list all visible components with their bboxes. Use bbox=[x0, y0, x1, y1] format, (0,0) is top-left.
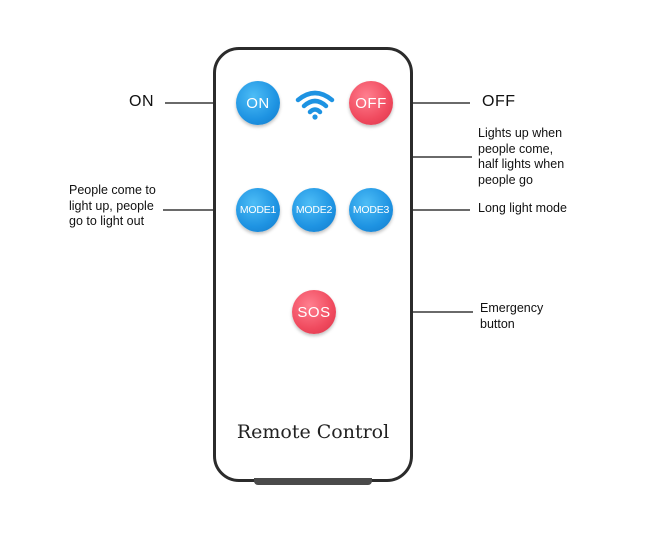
mode2-callout-label: Lights up when people come, half lights … bbox=[478, 126, 564, 188]
wifi-signal-icon bbox=[295, 90, 335, 120]
on-button[interactable]: ON bbox=[236, 81, 280, 125]
off-callout-label: OFF bbox=[482, 93, 516, 110]
mode2-callout-line: people go bbox=[478, 172, 533, 187]
sos-callout-line: button bbox=[480, 316, 515, 331]
sos-callout-line: Emergency bbox=[480, 301, 544, 315]
mode2-callout-line: half lights when bbox=[478, 157, 565, 171]
mode1-callout-line: go to light out bbox=[69, 214, 145, 228]
on-callout-label: ON bbox=[129, 93, 154, 110]
mode1-callout-line: light up, people bbox=[69, 198, 154, 213]
mode2-button[interactable]: MODE2 bbox=[292, 188, 336, 232]
mode3-button[interactable]: MODE3 bbox=[349, 188, 393, 232]
sos-callout-label: Emergency button bbox=[480, 301, 543, 332]
remote-base bbox=[254, 478, 372, 485]
sos-button[interactable]: SOS bbox=[292, 290, 336, 334]
mode2-callout-line: Lights up when bbox=[478, 126, 563, 140]
mode1-callout-label: People come to light up, people go to li… bbox=[69, 183, 156, 230]
mode3-callout-label: Long light mode bbox=[478, 201, 567, 215]
mode2-callout-line: people come, bbox=[478, 141, 554, 156]
remote-title: Remote Control bbox=[236, 421, 390, 443]
mode1-button[interactable]: MODE1 bbox=[236, 188, 280, 232]
mode1-callout-line: People come to bbox=[69, 183, 156, 197]
off-button[interactable]: OFF bbox=[349, 81, 393, 125]
